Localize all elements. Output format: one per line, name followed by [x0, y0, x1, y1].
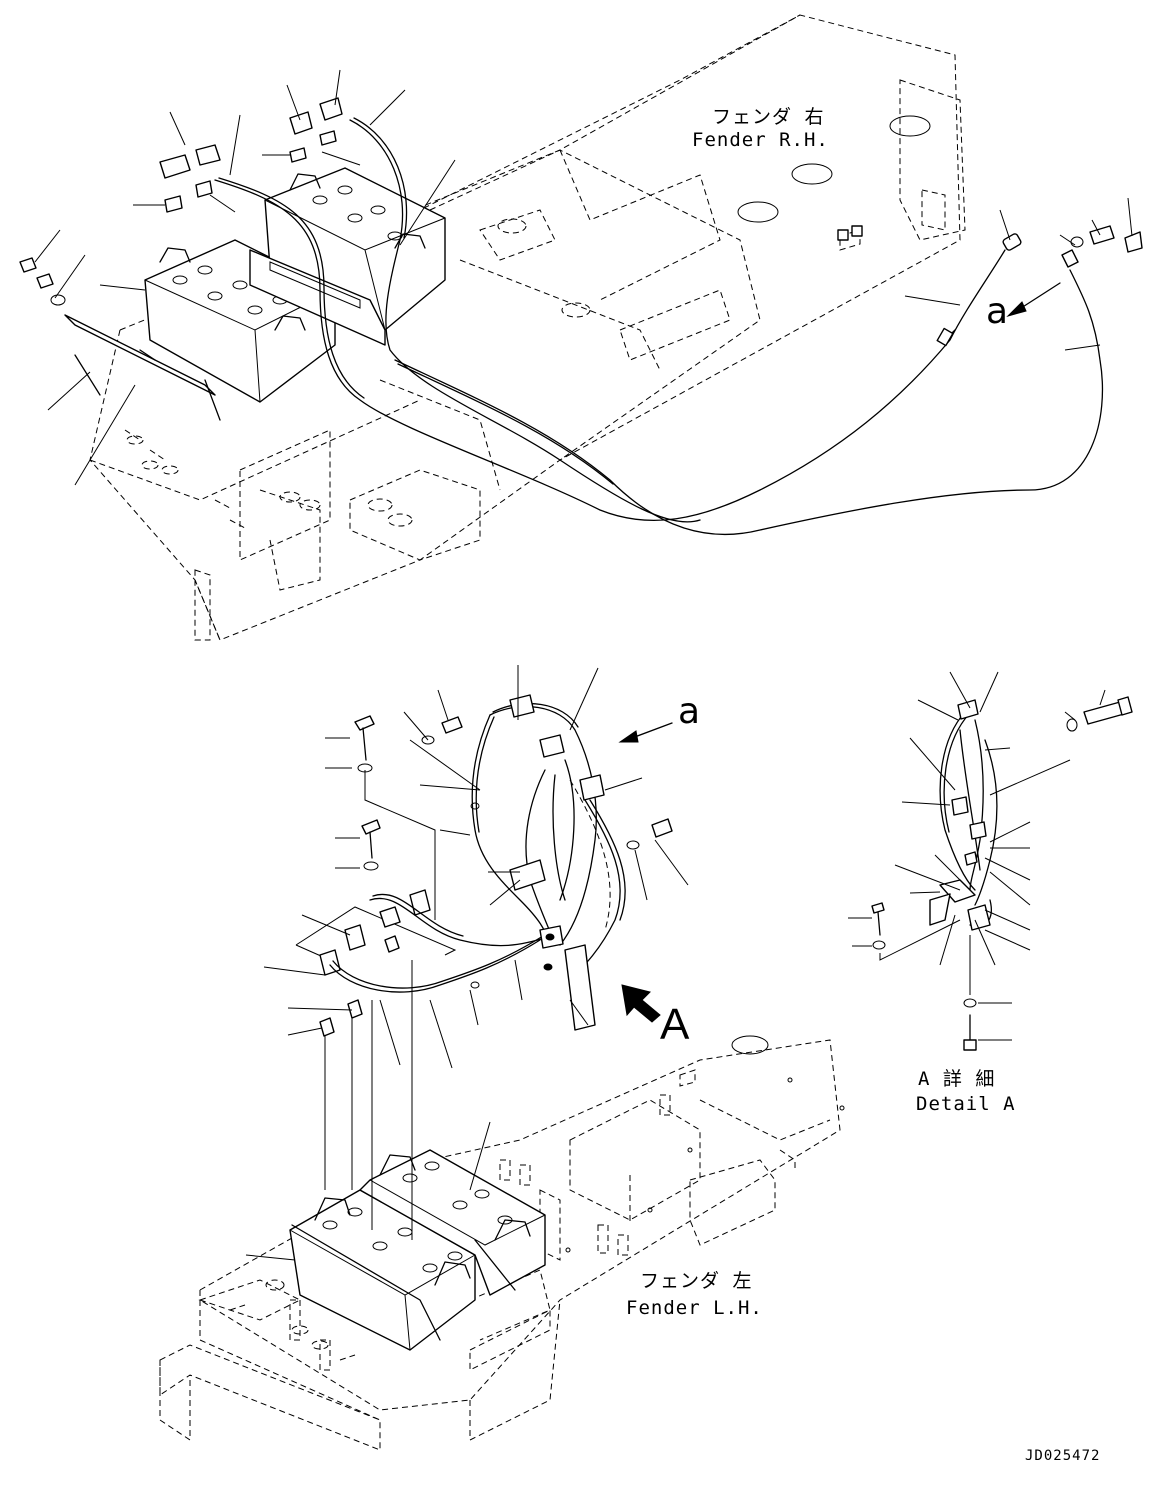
upper-leader-lines	[34, 69, 1133, 486]
upper-battery-holder	[64, 249, 386, 421]
detail-a-en-label: Detail A	[916, 1093, 1016, 1115]
lower-exploded-parts	[295, 715, 673, 1240]
arrow-a-upper-label: a	[986, 291, 1009, 332]
lower-frame-outline	[159, 1035, 845, 1451]
lower-leader-lines	[245, 665, 689, 1261]
lower-cables	[329, 694, 626, 1031]
arrow-a-lower-label: a	[678, 691, 701, 732]
fender-lh-en-label: Fender L.H.	[626, 1297, 763, 1319]
lower-battery-rear	[359, 1149, 546, 1296]
detail-a-drawing	[871, 696, 1133, 1051]
fender-rh-jp-label: フェンダ 右	[712, 106, 825, 128]
upper-terminals	[19, 97, 1143, 306]
view-a-label: A	[660, 1000, 690, 1049]
upper-frame-outline	[89, 14, 966, 641]
upper-cables	[214, 117, 1104, 536]
detail-a-leader-lines	[848, 671, 1106, 1041]
fender-rh-en-label: Fender R.H.	[692, 129, 829, 151]
lower-arrow-a	[618, 722, 673, 743]
upper-arrow-a	[1006, 282, 1061, 317]
fender-lh-jp-label: フェンダ 左	[640, 1270, 753, 1292]
lower-battery-front	[289, 1189, 476, 1351]
detail-a-jp-label: A 詳 細	[918, 1068, 996, 1090]
drawing-code: JD025472	[1025, 1448, 1101, 1464]
view-arrow-a	[621, 984, 661, 1023]
